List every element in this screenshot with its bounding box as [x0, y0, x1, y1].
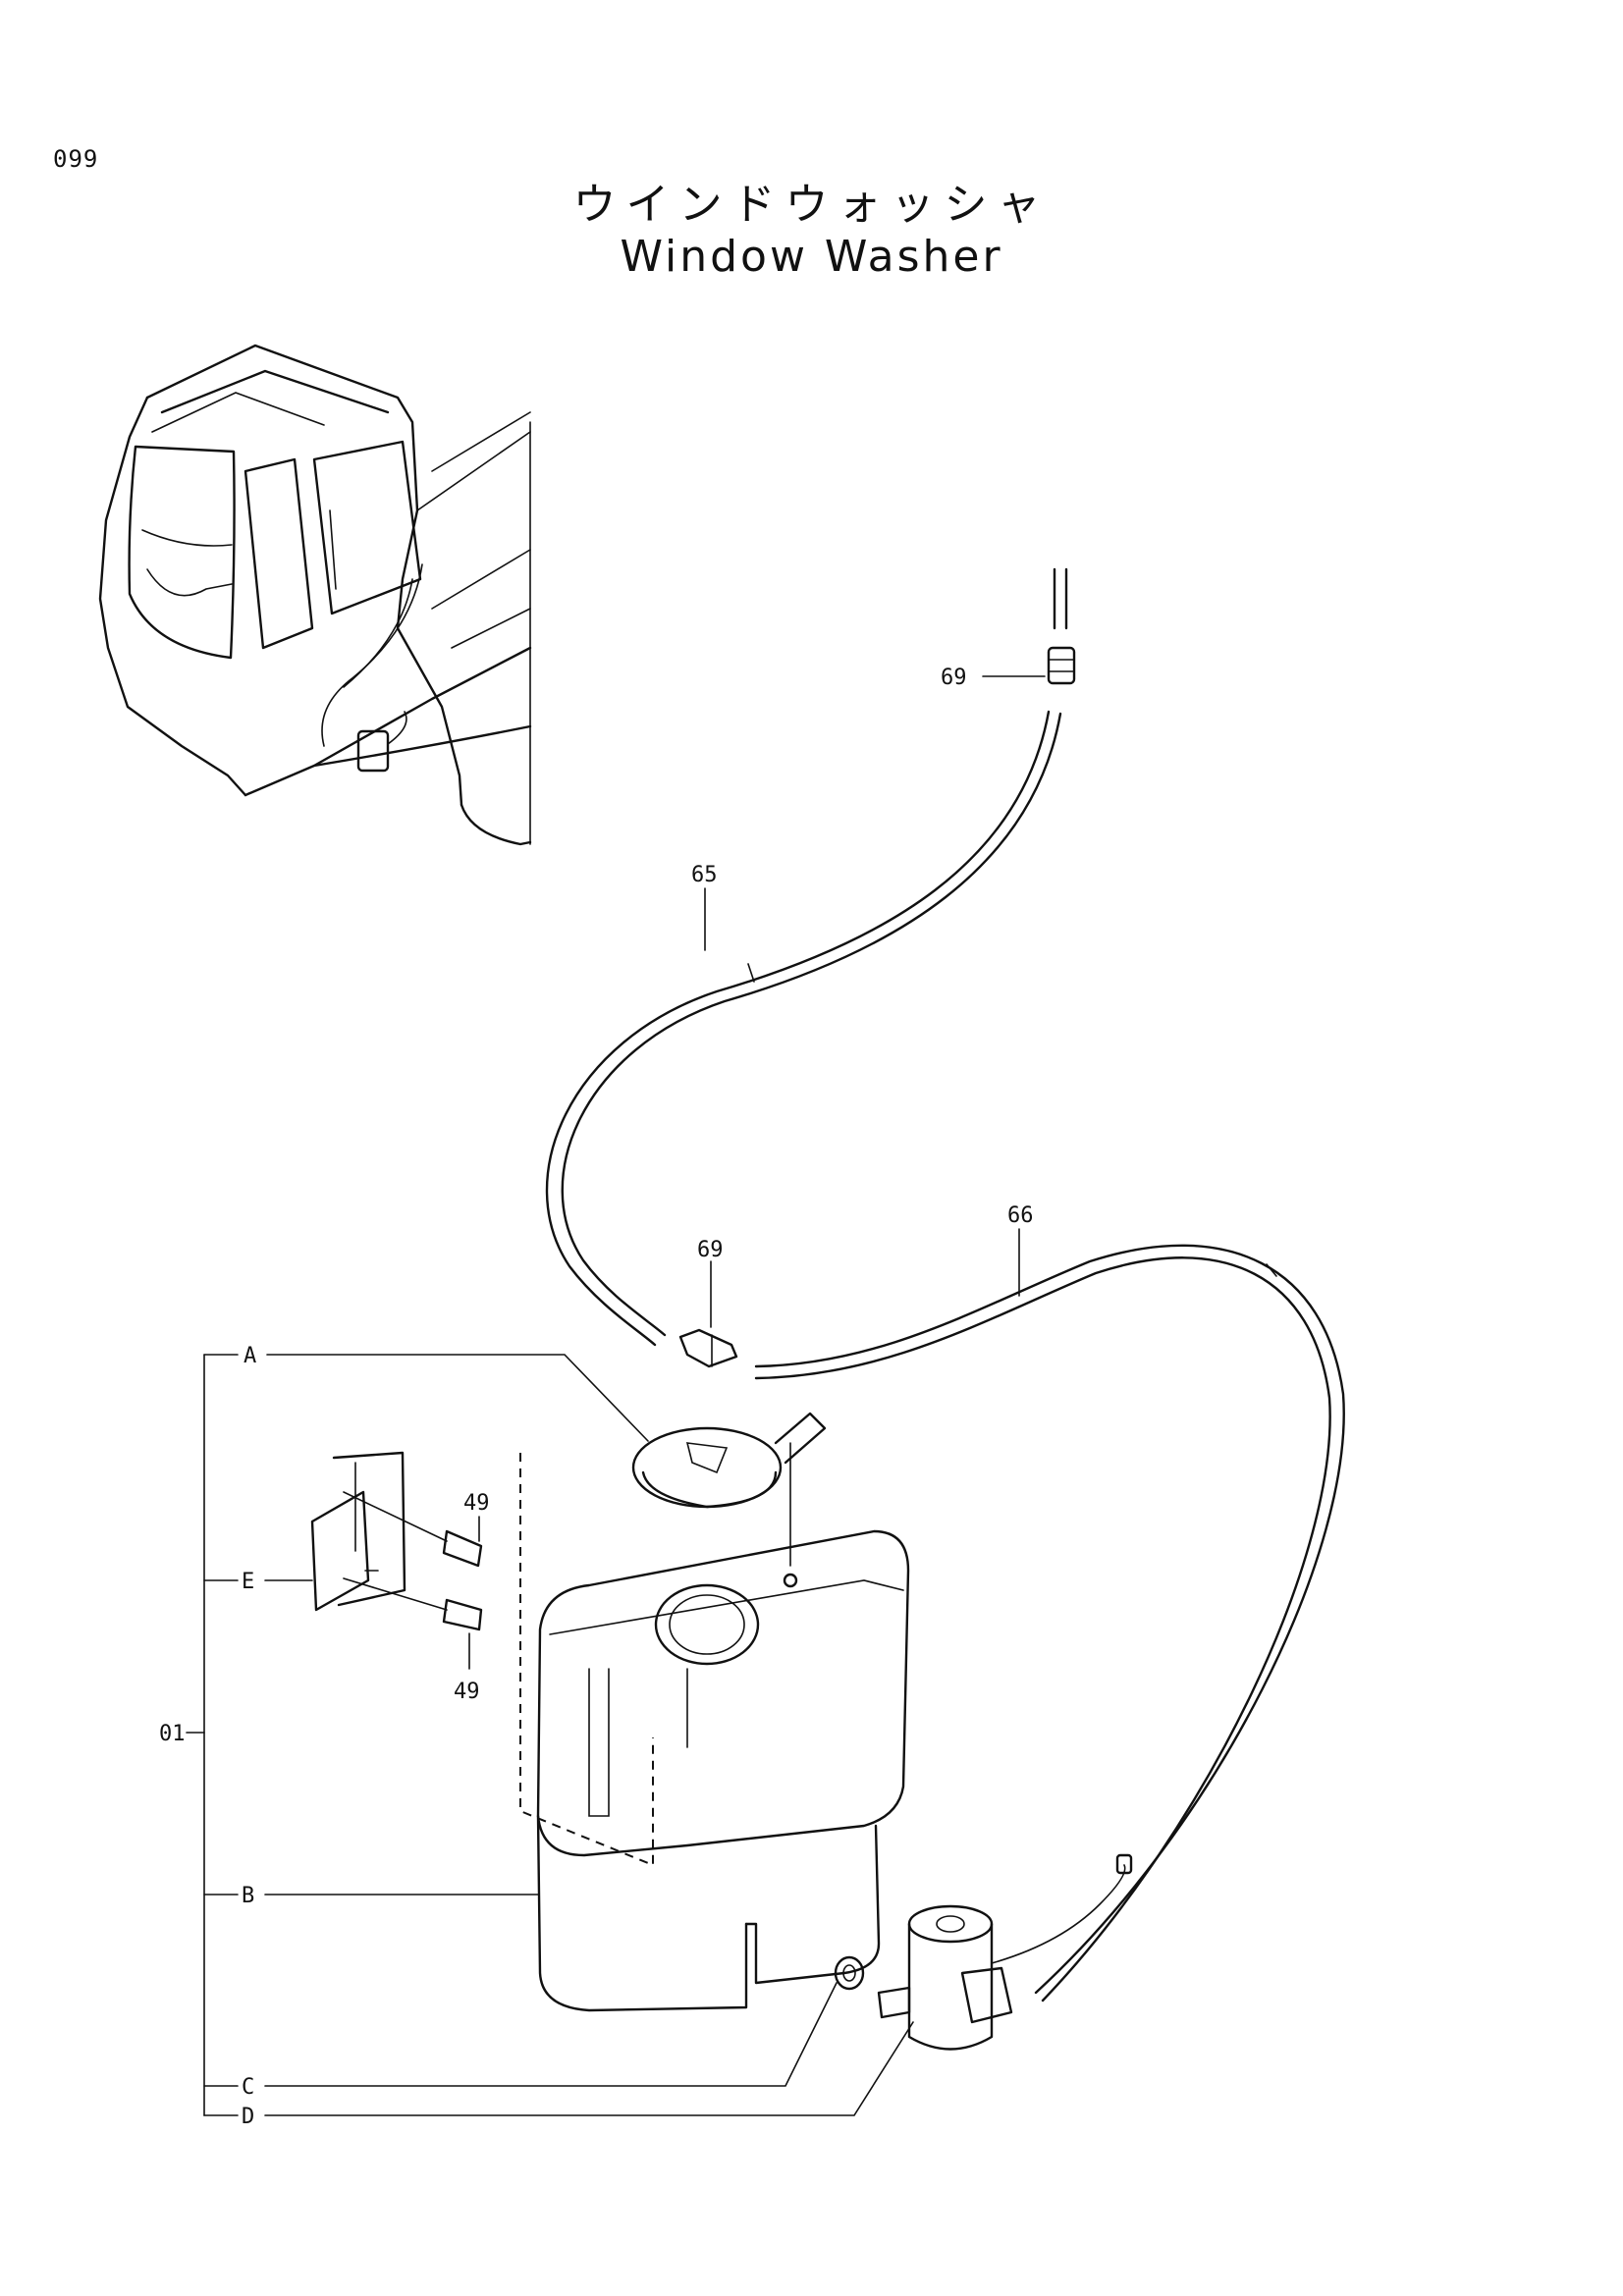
tank-cap — [631, 1412, 827, 1588]
callout-bolt-49-lower: 49 — [454, 1680, 480, 1704]
callout-hose-66: 66 — [1007, 1203, 1034, 1228]
bolt-49-upper — [343, 1491, 483, 1568]
assembly-leader-lines — [186, 1354, 914, 2116]
callout-assembly-01: 01 — [159, 1722, 186, 1746]
connector-69-top — [982, 646, 1076, 685]
page-number: 099 — [53, 145, 99, 173]
nozzle-pipe — [1053, 567, 1068, 630]
bolt-49-lower — [343, 1577, 483, 1670]
callout-bolt-49-upper: 49 — [463, 1491, 490, 1516]
connector-69-middle — [678, 1260, 738, 1368]
callout-sub-d: D — [242, 2105, 254, 2129]
callout-sub-a: A — [243, 1344, 256, 1368]
cab-overview-illustration — [98, 344, 532, 846]
callout-connector-69-middle: 69 — [697, 1238, 724, 1262]
callout-sub-b: B — [242, 1884, 254, 1908]
hose-66 — [754, 1228, 1345, 2002]
callout-sub-c: C — [242, 2075, 254, 2100]
washer-pump — [877, 1853, 1133, 2051]
callout-connector-69-top: 69 — [941, 666, 967, 690]
hose-65 — [545, 710, 1062, 1347]
grommet — [834, 1955, 865, 1991]
title-japanese: ウインドウォッシャ — [572, 180, 1051, 230]
mounting-bracket — [310, 1451, 406, 1612]
callout-hose-65: 65 — [691, 863, 718, 887]
title-english: Window Washer — [620, 232, 1003, 282]
callout-sub-e: E — [242, 1570, 254, 1594]
washer-tank — [519, 1453, 910, 2012]
